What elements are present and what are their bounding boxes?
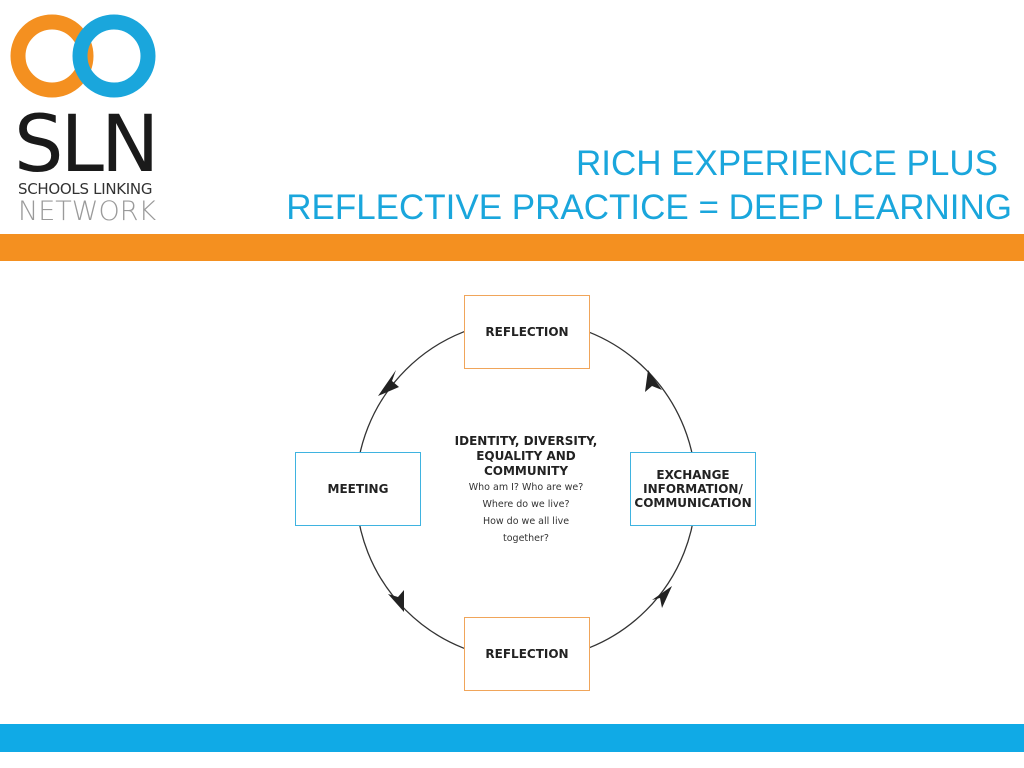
arrow-bottom-left	[388, 590, 404, 612]
sln-logo: SLN SCHOOLS LINKING NETWORK	[8, 8, 168, 227]
node-meeting-label: MEETING	[327, 482, 389, 496]
arrow-top-right	[645, 370, 662, 392]
arrow-bottom-right	[652, 586, 672, 608]
node-exchange-communication: EXCHANGE INFORMATION/ COMMUNICATION	[630, 452, 756, 526]
center-question-4: together?	[503, 533, 549, 544]
center-question-2: Where do we live?	[482, 499, 570, 510]
arrow-top-left	[378, 370, 399, 396]
title-line2: REFLECTIVE PRACTICE = DEEP LEARNING	[286, 188, 1012, 227]
linked-rings-icon	[10, 14, 156, 98]
logo-abbreviation: SLN	[14, 100, 159, 190]
logo-text-line1: SCHOOLS LINKING	[18, 180, 153, 198]
node-reflection-top-label: REFLECTION	[485, 325, 569, 339]
node-exchange-label: EXCHANGE INFORMATION/ COMMUNICATION	[634, 468, 752, 510]
title-line1: RICH EXPERIENCE PLUS	[575, 144, 998, 183]
node-reflection-bottom: REFLECTION	[464, 617, 590, 691]
node-reflection-bottom-label: REFLECTION	[485, 647, 569, 661]
slide-title: RICH EXPERIENCE PLUS REFLECTIVE PRACTICE…	[286, 142, 1012, 230]
center-theme: IDENTITY, DIVERSITY, EQUALITY AND COMMUN…	[446, 434, 606, 547]
header-divider-bar	[0, 234, 1024, 261]
center-question-1: Who am I? Who are we?	[468, 482, 584, 493]
node-meeting: MEETING	[295, 452, 421, 526]
logo-text-line2: NETWORK	[18, 196, 157, 227]
footer-bar	[0, 724, 1024, 752]
center-heading: IDENTITY, DIVERSITY, EQUALITY AND COMMUN…	[454, 434, 598, 478]
node-reflection-top: REFLECTION	[464, 295, 590, 369]
center-question-3: How do we all live	[482, 516, 570, 527]
